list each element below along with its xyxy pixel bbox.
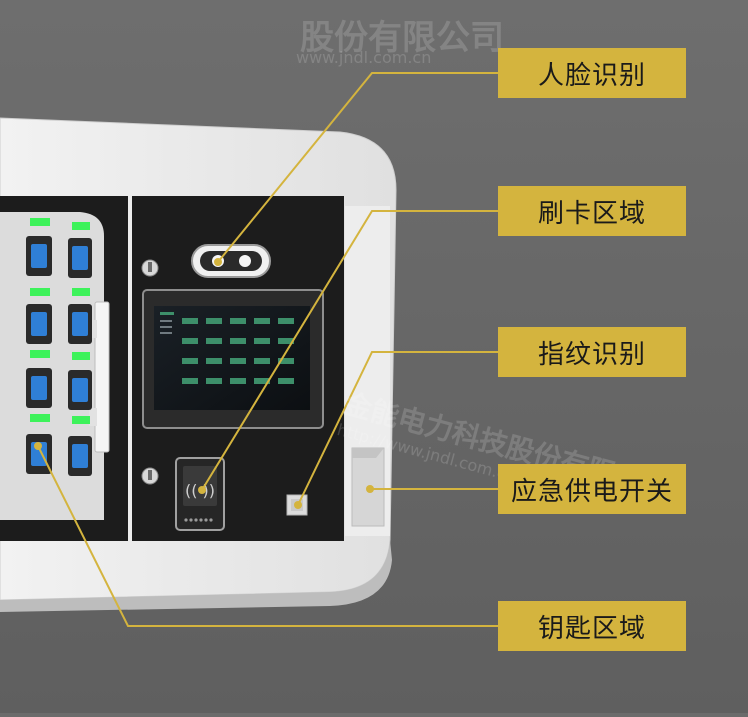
lock-top-keyway: [148, 262, 152, 272]
key-slot-core: [31, 376, 47, 400]
callout-label: 刷卡区域: [537, 198, 646, 229]
handle-mount-top: [89, 320, 97, 338]
face-camera-window: [200, 251, 262, 271]
led-indicator: [30, 350, 50, 358]
led-indicator: [72, 288, 90, 296]
watermark-url: www.jndl.com.cn: [296, 48, 432, 67]
cabinet-shell-edge: [0, 540, 392, 612]
key-slots: [26, 218, 92, 476]
screen-ui-grid: [160, 312, 294, 384]
callout-label: 人脸识别: [537, 60, 646, 91]
camera-lens-right-icon: [239, 255, 251, 267]
door-handle: [94, 301, 110, 453]
key-slot-core: [72, 246, 88, 270]
led-indicator: [30, 414, 50, 422]
card-reader-pad: [183, 466, 217, 506]
key-slot-core: [72, 444, 88, 468]
led-indicator: [72, 352, 90, 360]
led-indicator: [30, 218, 50, 226]
callout-card-area: 刷卡区域: [498, 186, 686, 236]
callout-key-area: 钥匙区域: [498, 601, 686, 651]
handle-mount-bottom: [89, 408, 97, 426]
led-indicator: [72, 416, 90, 424]
key-slot-core: [72, 378, 88, 402]
leader-dots: [34, 258, 374, 509]
callout-emergency-power: 应急供电开关: [498, 464, 686, 514]
led-indicator: [72, 222, 90, 230]
led-indicator: [30, 288, 50, 296]
key-slot-core: [31, 244, 47, 268]
callout-fingerprint: 指纹识别: [498, 327, 686, 377]
callout-label: 指纹识别: [537, 339, 646, 370]
callout-label: 钥匙区域: [537, 613, 646, 644]
callout-face-recognition: 人脸识别: [498, 48, 686, 98]
watermark-company: 股份有限公司: [300, 18, 504, 58]
leader-lines: [37, 72, 498, 627]
key-slot-core: [72, 312, 88, 336]
lock-bottom-keyway: [148, 470, 152, 480]
callout-label: 应急供电开关: [510, 476, 673, 507]
key-slot-core: [31, 312, 47, 336]
recess-shade: [352, 448, 384, 458]
card-reader-leds: [184, 518, 213, 522]
